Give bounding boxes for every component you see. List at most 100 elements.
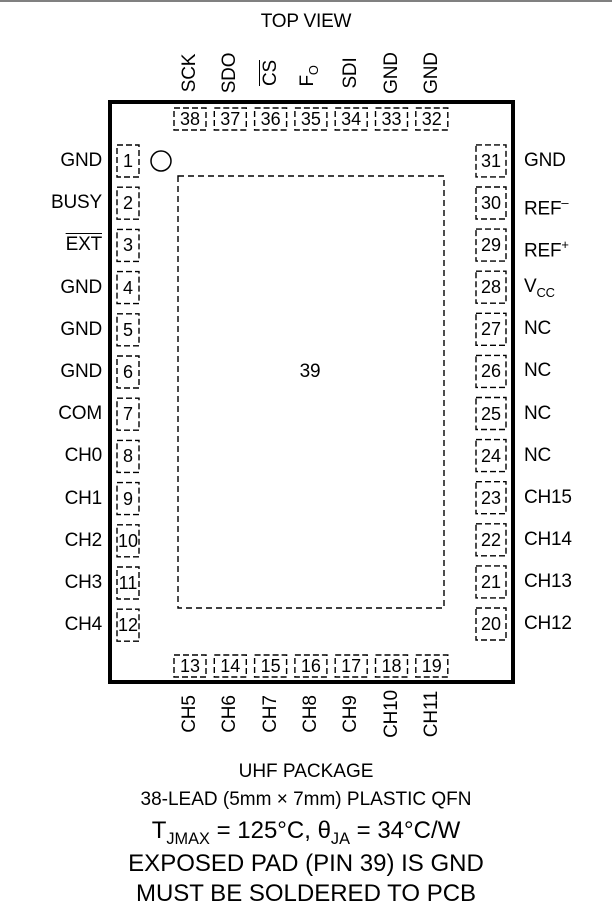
pin-number: 1	[122, 151, 133, 171]
thermal-tjmax: T	[151, 817, 167, 844]
pin-name-text: V	[524, 276, 537, 298]
pin-name-text: CH1	[64, 487, 103, 509]
pin-name-text: REF	[524, 198, 562, 220]
pin-name-left: GND	[20, 150, 102, 172]
pin-number: 27	[480, 319, 502, 340]
thermal-theta-sub: JA	[330, 829, 350, 848]
pin-name-left: CH3	[20, 572, 103, 594]
pin-name-right: CH12	[524, 613, 572, 635]
pin-box-left	[116, 566, 140, 600]
exposed-pad-note: EXPOSED PAD (PIN 39) IS GND	[128, 850, 484, 877]
pin-number: 29	[480, 235, 502, 256]
pin-name-subscript: CC	[536, 284, 555, 300]
pin-name-right: NC	[524, 445, 551, 467]
pin-number: 10	[117, 530, 139, 551]
pin-name-text: CH12	[524, 613, 572, 634]
pin-number: 31	[480, 150, 502, 171]
pin-box-left	[116, 397, 140, 431]
pin-box-left	[116, 228, 140, 263]
pin-number: 13	[179, 656, 201, 676]
pin-name-bottom: CH5	[179, 684, 201, 744]
pin-name-top: GND	[421, 43, 443, 103]
pin-name-text: EXT	[65, 234, 103, 256]
pin-number: 11	[118, 573, 138, 593]
pin-name-text: SCK	[179, 53, 200, 93]
pin-box-left	[116, 608, 140, 642]
pin-name-left: CH1	[20, 487, 103, 510]
pin-number: 18	[381, 656, 402, 676]
pin-name-text: BUSY	[51, 192, 102, 214]
pin-name-text: REF	[524, 240, 562, 262]
pin-name-left: GND	[20, 277, 102, 299]
pin-name-text: CH7	[259, 695, 281, 733]
pin-name-text: CH8	[299, 695, 321, 733]
thermal-mid: = 125°C, θ	[209, 817, 331, 844]
pin-box-right	[475, 144, 507, 178]
pin-number: 7	[122, 404, 133, 425]
pin-name-text: CH2	[64, 529, 103, 551]
pin-name-superscript: +	[561, 237, 569, 253]
package-name: UHF PACKAGE	[238, 761, 374, 782]
pin-name-left: GND	[20, 361, 102, 383]
pin-number: 37	[220, 109, 241, 129]
pin-name-text: GND	[60, 318, 102, 340]
pin-name-bottom: CH8	[300, 684, 322, 744]
pin-name-text: CH5	[179, 695, 200, 733]
pin-name-right: CH13	[524, 571, 572, 593]
pin-box-right	[475, 607, 507, 641]
pin-box-right	[475, 228, 507, 262]
pin-name-right: VCC	[524, 276, 555, 304]
pin-name-right: NC	[524, 318, 551, 340]
pin-number: 6	[122, 362, 133, 382]
pin-number: 32	[421, 109, 442, 129]
pin-box-right	[475, 438, 507, 473]
pin-number: 36	[260, 109, 281, 129]
pin-number: 8	[122, 446, 133, 467]
pin-name-text: NC	[524, 444, 552, 466]
exposed-pad	[177, 175, 445, 609]
pin-name-right: GND	[524, 150, 566, 172]
pin-name-right: NC	[524, 403, 551, 425]
pin-number: 33	[381, 109, 402, 129]
pin-name-top: GND	[381, 43, 403, 103]
thermal-tjmax-sub: JMAX	[166, 829, 210, 848]
pin-number: 28	[480, 277, 502, 298]
pin-number: 34	[341, 109, 362, 129]
pin-number: 25	[480, 403, 502, 424]
pin-name-right: CH15	[524, 487, 572, 509]
pin-name-text: GND	[380, 52, 402, 94]
pin-number: 20	[480, 614, 502, 634]
pin-name-bottom: CH7	[260, 684, 282, 744]
pin-box-right	[475, 270, 507, 304]
pin-name-text: CH15	[524, 486, 572, 508]
pin-name-top: SCK	[179, 43, 201, 103]
pin-name-right: CH14	[524, 529, 572, 551]
thermal-end: = 34°C/W	[349, 817, 461, 844]
pin-number: 22	[480, 529, 502, 550]
pin-number: 26	[480, 361, 502, 382]
pin-name-left: COM	[20, 403, 102, 425]
pin-name-text: GND	[524, 149, 566, 171]
pin-box-right	[475, 354, 507, 389]
pin-box-left	[116, 355, 140, 389]
pin-box-left	[116, 270, 140, 305]
pin-name-text: COM	[58, 403, 102, 425]
pin-box-right	[475, 186, 507, 220]
pin-name-superscript: –	[561, 195, 569, 210]
pin-name-left: CH4	[20, 614, 103, 636]
pin-number: 5	[122, 319, 133, 340]
pin-box-right	[475, 565, 507, 599]
pin-number: 9	[122, 488, 133, 509]
pin-name-text: CH3	[64, 572, 103, 593]
thermal-spec: TJMAX = 125°C, θJA = 34°C/W	[0, 817, 612, 849]
pin-number: 19	[421, 656, 442, 676]
pin-name-text: NC	[524, 318, 552, 340]
pin-name-bottom: CH11	[421, 684, 443, 744]
diagram-title: TOP VIEW	[260, 11, 352, 32]
pin-name-top: CS	[260, 43, 282, 103]
pin-name-right: REF–	[524, 192, 569, 220]
pin-name-bottom: CH9	[340, 684, 362, 744]
pin-box-left	[116, 481, 140, 516]
pin-number: 16	[300, 656, 321, 676]
